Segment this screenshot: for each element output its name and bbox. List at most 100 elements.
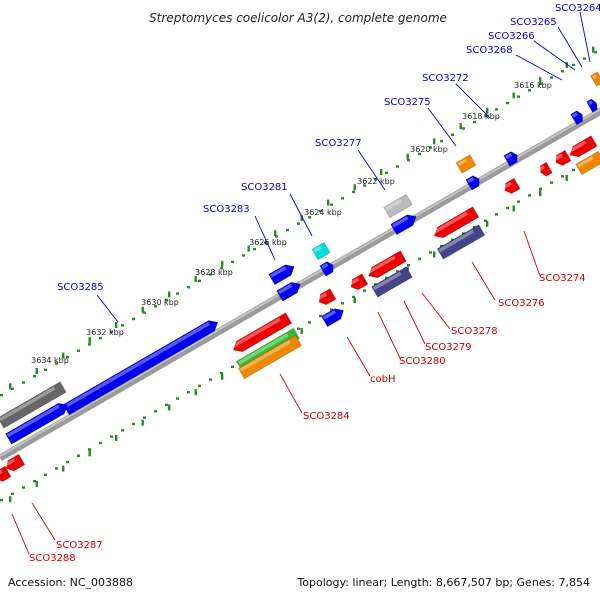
label-leader-lines: [11, 11, 591, 555]
gene-label-cobh[interactable]: cobH: [370, 374, 395, 385]
gene-label-sco3266[interactable]: SCO3266: [488, 31, 535, 42]
scale-dot: [209, 273, 212, 276]
scale-tick: [592, 46, 595, 53]
scale-dot: [88, 343, 91, 346]
scale-dot: [231, 365, 234, 369]
gene-sco3266-shine: [587, 100, 593, 106]
gene-label-sco3264[interactable]: SCO3264: [555, 3, 600, 14]
gene-sco3274-body: [539, 161, 553, 177]
scale-tick: [62, 465, 65, 472]
scale-dot: [429, 146, 432, 149]
scale-tick: [512, 92, 515, 99]
gene-sco3288-body: [0, 465, 12, 482]
gene-sco3287: [4, 453, 26, 472]
leader-sco3277: [357, 149, 386, 191]
gene-label-sco3284[interactable]: SCO3284: [303, 411, 350, 422]
gene-label-sco3276[interactable]: SCO3276: [498, 298, 545, 309]
gene-sco3277b: [390, 214, 417, 236]
gene-sco3286: [0, 381, 67, 429]
scale-dot: [429, 251, 432, 254]
gene-label-sco3272[interactable]: SCO3272: [422, 73, 469, 84]
gene-label-sco3265[interactable]: SCO3265: [510, 17, 557, 28]
kbp-label-3620: 3620 kbp: [410, 145, 448, 154]
gene-sco3284-body: [232, 312, 293, 353]
scale-dot: [484, 219, 487, 222]
gene-label-sco3285[interactable]: SCO3285: [57, 282, 104, 293]
gene-label-sco3279[interactable]: SCO3279: [425, 342, 472, 353]
scale-dot: [132, 317, 135, 321]
gene-label-sco3283[interactable]: SCO3283: [203, 204, 250, 215]
gene-sco3283b-body: [276, 281, 301, 302]
scale-dot: [440, 139, 443, 143]
scale-dot: [583, 57, 586, 60]
gene-label-sco3281[interactable]: SCO3281: [241, 182, 288, 193]
leader-sco3283: [254, 215, 276, 261]
scale-tick: [353, 184, 356, 191]
gene-label-sco3288[interactable]: SCO3288: [29, 553, 76, 564]
gene-label-sco3287[interactable]: SCO3287: [56, 540, 103, 551]
scale-dot: [330, 308, 333, 311]
leader-sco3285: [96, 294, 119, 323]
leader-sco3272: [455, 83, 491, 119]
scale-dot: [33, 479, 36, 483]
scale-dot: [462, 232, 465, 235]
kbp-label-3632: 3632 kbp: [86, 328, 124, 337]
gene-sco3277-shine: [385, 199, 402, 211]
gene-sco3276b-body: [436, 224, 486, 260]
scale-dot: [44, 368, 47, 371]
scale-tick: [433, 251, 436, 258]
gene-label-sco3268[interactable]: SCO3268: [466, 45, 513, 56]
gene-label-sco3274[interactable]: SCO3274: [539, 273, 586, 284]
gene-sco3273: [568, 135, 598, 158]
scale-dot: [341, 197, 344, 200]
scale-dot: [187, 286, 190, 289]
gene-label-sco3278[interactable]: SCO3278: [451, 326, 498, 337]
reverse-gene-labels: SCO3274 SCO3276 SCO3278 SCO3279 SCO3280 …: [29, 273, 586, 564]
scale-dot: [594, 51, 597, 54]
scale-dot: [528, 89, 531, 92]
scale-tick: [88, 337, 91, 344]
gene-sco3279: [371, 266, 413, 298]
scale-dot: [209, 378, 212, 381]
gene-sco3264-body: [590, 71, 600, 87]
gene-sco3276a-body: [504, 177, 521, 194]
scale-dot: [418, 257, 421, 261]
scale-tick: [221, 373, 224, 380]
scale-tick: [9, 383, 12, 390]
scale-tick: [300, 327, 303, 334]
gene-label-sco3280[interactable]: SCO3280: [399, 356, 446, 367]
gene-sco3275b-body: [465, 175, 480, 191]
gene-sco3281-shine: [313, 245, 322, 253]
leader-cobh: [346, 336, 371, 377]
scale-tick: [512, 205, 515, 212]
gene-sco3283-body: [268, 264, 295, 286]
scale-dot: [220, 266, 223, 270]
leader-sco3266: [533, 40, 576, 71]
gene-sco3283b: [276, 281, 301, 302]
gene-cobh-shine: [317, 292, 328, 301]
gene-label-sco3275[interactable]: SCO3275: [384, 97, 431, 108]
gene-sco3288-shine: [0, 469, 3, 477]
gene-sco3264: [590, 71, 600, 87]
scale-dot: [484, 114, 487, 117]
scale-dot: [88, 448, 91, 451]
gene-sco3280: [349, 273, 369, 291]
gene-sco3280-body: [350, 273, 369, 291]
gene-label-sco3277[interactable]: SCO3277: [315, 138, 362, 149]
kbp-label-3624: 3624 kbp: [304, 208, 342, 217]
scale-dot: [143, 311, 146, 314]
gene-sco3281: [311, 241, 331, 261]
scale-dot: [176, 397, 179, 400]
gene-sco3272-shine: [505, 152, 513, 160]
scale-dot: [154, 305, 157, 308]
gene-sco3280-shine: [349, 277, 360, 286]
gene-sco3279-shine: [373, 271, 402, 291]
gene-sco3275b: [465, 175, 480, 191]
scale-dot: [132, 422, 135, 426]
scale-dot: [187, 391, 190, 394]
gene-sco3273b-body: [575, 150, 600, 176]
scale-dot: [308, 216, 311, 219]
scale-dot: [275, 235, 278, 238]
